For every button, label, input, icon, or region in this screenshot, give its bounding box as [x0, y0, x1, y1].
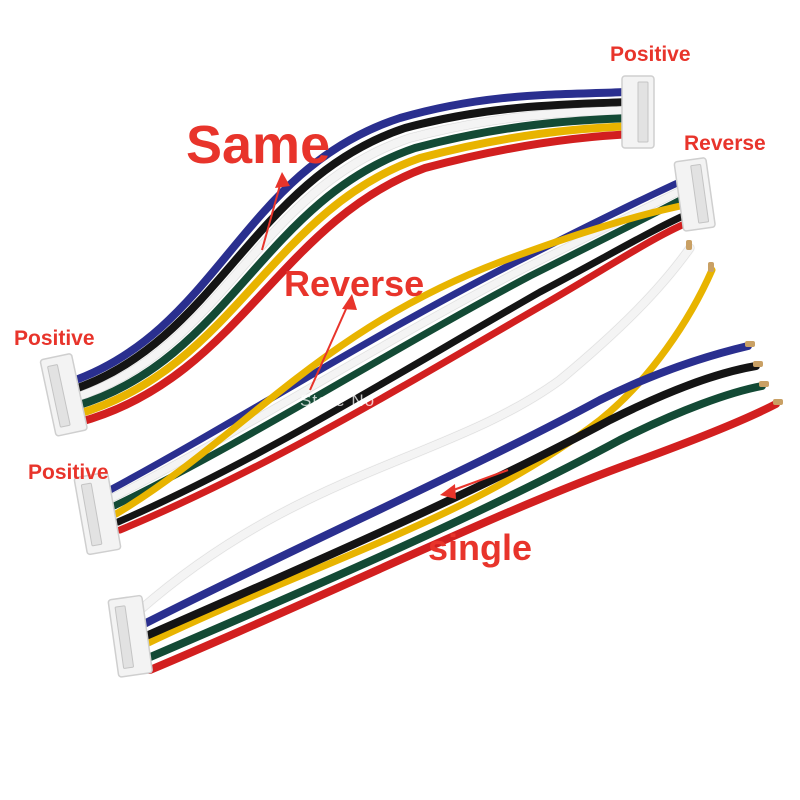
- label-same: Same: [186, 115, 331, 175]
- label-positive-left-upper: Positive: [14, 327, 95, 350]
- store-watermark: Store No: [300, 391, 376, 410]
- harness-middle: [73, 157, 716, 556]
- label-reverse-top-right: Reverse: [684, 132, 766, 155]
- label-positive-top-right: Positive: [610, 43, 691, 66]
- label-positive-left-lower: Positive: [28, 461, 109, 484]
- harness-bottom: [107, 240, 783, 678]
- label-single: single: [428, 527, 533, 568]
- annotation-arrows: [261, 172, 509, 499]
- harness-top: [39, 75, 655, 437]
- label-reverse-middle: Reverse: [284, 263, 425, 304]
